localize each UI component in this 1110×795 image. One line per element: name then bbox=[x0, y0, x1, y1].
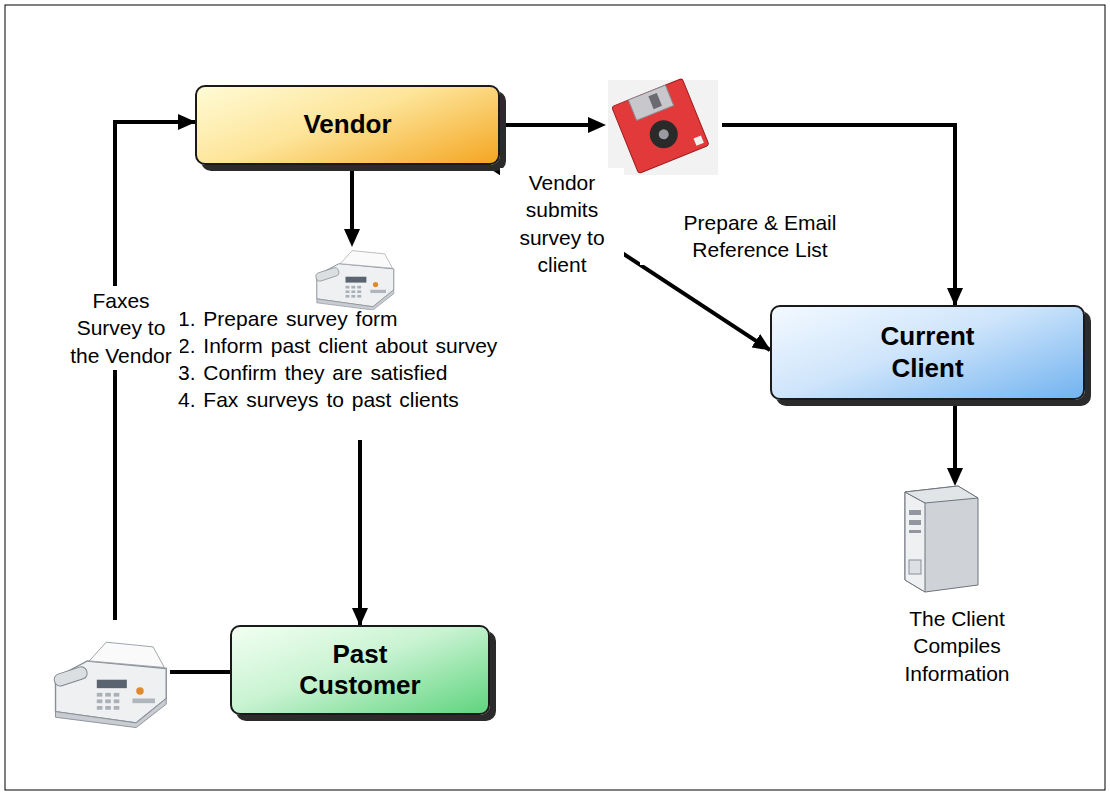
process-box: Vendor bbox=[195, 85, 500, 165]
edge-label: Prepare & Email Reference List bbox=[640, 208, 880, 265]
server-icon bbox=[905, 486, 978, 592]
step-text: 3. Confirm they are satisfied bbox=[178, 359, 598, 386]
node-title: Vendor bbox=[303, 109, 391, 140]
edge-label: Faxes Survey to the Vendor bbox=[62, 286, 180, 370]
edge-label: Vendor submits survey to client bbox=[500, 168, 624, 279]
node-title: Past Customer bbox=[275, 639, 445, 701]
flow-arrow bbox=[500, 125, 955, 305]
arrow-head bbox=[588, 117, 606, 133]
page-frame bbox=[5, 5, 1105, 790]
note-text: The Client Compiles Information bbox=[885, 605, 1029, 687]
arrow-head bbox=[947, 468, 963, 486]
customer-box: Past Customer bbox=[230, 625, 490, 715]
client-box: Current Client bbox=[770, 305, 1085, 400]
arrow-head bbox=[344, 229, 360, 247]
fax-icon bbox=[315, 251, 394, 310]
floppy-icon bbox=[608, 78, 718, 175]
arrow-line bbox=[953, 400, 957, 470]
node-title: Current Client bbox=[843, 321, 1013, 383]
fax-icon bbox=[53, 642, 167, 727]
step-text: 2. Inform past client about survey bbox=[178, 332, 598, 359]
step-text: 1. Prepare survey form bbox=[178, 305, 598, 332]
step-text: 4. Fax surveys to past clients bbox=[178, 386, 598, 413]
